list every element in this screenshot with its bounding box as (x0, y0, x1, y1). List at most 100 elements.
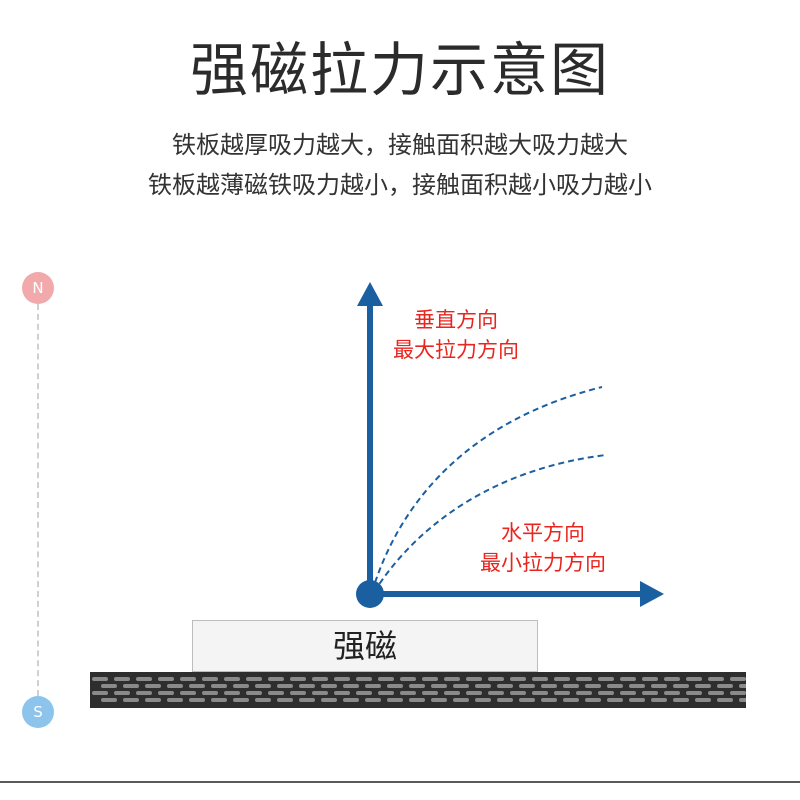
plate-slot (268, 691, 284, 695)
plate-slot (717, 698, 733, 702)
plate-slot (387, 684, 403, 688)
plate-slot (488, 691, 504, 695)
plate-slot (145, 684, 161, 688)
plate-slot (607, 698, 623, 702)
plate-slot (356, 677, 372, 681)
plate-slot (651, 684, 667, 688)
plate-slot (409, 698, 425, 702)
plate-slot (268, 677, 284, 681)
vertical-arrow-head-icon (357, 282, 383, 306)
plate-slot (730, 691, 746, 695)
plate-slot (255, 684, 271, 688)
plate-slot (519, 698, 535, 702)
plate-slot (356, 691, 372, 695)
plate-slot (343, 698, 359, 702)
plate-slot (136, 691, 152, 695)
plate-slot (255, 698, 271, 702)
plate-slot (145, 698, 161, 702)
plate-slot (453, 698, 469, 702)
plate-slot (664, 677, 680, 681)
plate-slot (532, 691, 548, 695)
plate-slot (312, 677, 328, 681)
plate-slot (739, 684, 746, 688)
plate-slot (563, 684, 579, 688)
pole-connector-line (37, 304, 39, 696)
plate-slot (541, 684, 557, 688)
plate-slot (334, 691, 350, 695)
plate-slot (189, 698, 205, 702)
plate-slot (224, 691, 240, 695)
force-origin-point (356, 580, 384, 608)
plate-slot (708, 677, 724, 681)
plate-slot (488, 677, 504, 681)
plate-slot (497, 698, 513, 702)
plate-slot (554, 677, 570, 681)
page-title: 强磁拉力示意图 (189, 36, 610, 104)
plate-slot (123, 684, 139, 688)
plate-slot (180, 691, 196, 695)
plate-slot (246, 691, 262, 695)
plate-slot (585, 684, 601, 688)
south-pole-badge: S (22, 696, 54, 728)
vertical-label-line-1: 垂直方向 (414, 308, 498, 332)
plate-slot (673, 698, 689, 702)
plate-slot (651, 698, 667, 702)
plate-slot (123, 698, 139, 702)
plate-slot (730, 677, 746, 681)
bottom-divider (0, 781, 800, 783)
plate-slot (497, 684, 513, 688)
force-axes (356, 282, 664, 608)
plate-slot (180, 677, 196, 681)
subtitle-line-1: 铁板越厚吸力越大，接触面积越大吸力越大 (172, 131, 628, 159)
plate-slot (114, 677, 130, 681)
plate-slot (211, 684, 227, 688)
plate-slot (211, 698, 227, 702)
plate-slot (673, 684, 689, 688)
horizontal-label-line-1: 水平方向 (501, 521, 585, 545)
plate-slot (321, 698, 337, 702)
plate-slot (400, 677, 416, 681)
plate-slot (224, 677, 240, 681)
plate-slot (92, 691, 108, 695)
plate-slot (510, 691, 526, 695)
plate-slot (101, 684, 117, 688)
iron-plate-slots (92, 677, 746, 702)
plate-slot (136, 677, 152, 681)
force-curve-inner (373, 454, 607, 593)
plate-slot (629, 684, 645, 688)
plate-slot (607, 684, 623, 688)
plate-slot (642, 677, 658, 681)
horizontal-arrow-head-icon (640, 581, 664, 607)
plate-slot (334, 677, 350, 681)
plate-slot (400, 691, 416, 695)
plate-slot (299, 698, 315, 702)
plate-slot (101, 698, 117, 702)
plate-slot (167, 684, 183, 688)
plate-slot (202, 677, 218, 681)
plate-slot (444, 691, 460, 695)
plate-slot (466, 677, 482, 681)
horizontal-label-line-2: 最小拉力方向 (480, 551, 606, 575)
plate-slot (321, 684, 337, 688)
plate-slot (431, 684, 447, 688)
plate-slot (365, 684, 381, 688)
plate-slot (378, 691, 394, 695)
plate-slot (598, 677, 614, 681)
north-pole-badge: N (22, 272, 54, 304)
plate-slot (378, 677, 394, 681)
plate-slot (387, 698, 403, 702)
plate-slot (739, 698, 746, 702)
iron-plate (90, 672, 746, 708)
plate-slot (664, 691, 680, 695)
plate-slot (431, 698, 447, 702)
plate-slot (409, 684, 425, 688)
plate-slot (233, 698, 249, 702)
plate-slot (233, 684, 249, 688)
plate-slot (708, 691, 724, 695)
subtitle-line-2: 铁板越薄磁铁吸力越小，接触面积越小吸力越小 (148, 171, 652, 199)
plate-slot (475, 684, 491, 688)
plate-slot (576, 677, 592, 681)
plate-slot (475, 698, 491, 702)
plate-slot (202, 691, 218, 695)
